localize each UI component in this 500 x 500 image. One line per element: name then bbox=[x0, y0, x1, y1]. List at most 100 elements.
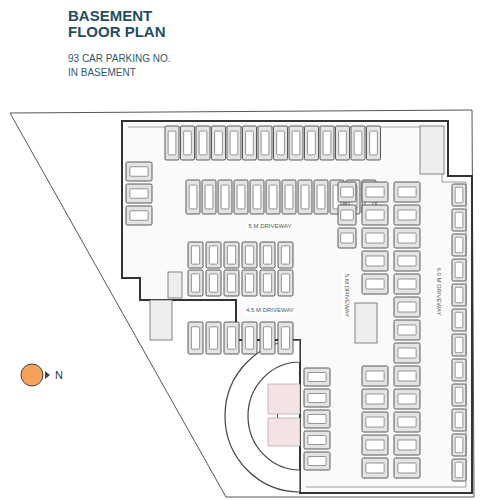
car-symbol bbox=[341, 210, 354, 220]
parking-stall bbox=[394, 205, 420, 225]
parking-stall bbox=[452, 384, 466, 406]
car-symbol bbox=[366, 417, 384, 427]
parking-stall bbox=[260, 242, 275, 268]
parking-stall bbox=[351, 126, 365, 160]
parking-stall bbox=[394, 458, 420, 478]
parking-stall bbox=[304, 452, 330, 470]
car-symbol bbox=[184, 131, 192, 155]
car-symbol bbox=[455, 262, 463, 277]
parking-stall bbox=[188, 270, 203, 296]
car-symbol bbox=[366, 187, 384, 197]
parking-stall bbox=[452, 459, 466, 481]
parking-stall bbox=[452, 309, 466, 331]
car-symbol bbox=[370, 131, 378, 155]
plan-title: BASEMENT FLOOR PLAN bbox=[68, 8, 178, 40]
parking-stall bbox=[394, 228, 420, 248]
parking-stall bbox=[196, 126, 210, 160]
car-symbol bbox=[261, 131, 269, 155]
parking-stall bbox=[206, 322, 221, 354]
parking-stall bbox=[212, 126, 226, 160]
parking-stall bbox=[394, 366, 420, 386]
car-symbol bbox=[455, 437, 463, 452]
stair-core bbox=[150, 300, 172, 340]
parking-stall bbox=[452, 259, 466, 281]
inner-wall bbox=[128, 127, 466, 487]
car-symbol bbox=[245, 327, 253, 349]
parking-stall bbox=[126, 162, 152, 181]
parking-stall bbox=[452, 434, 466, 456]
car-symbol bbox=[366, 233, 384, 243]
car-symbol bbox=[227, 274, 235, 292]
parking-stall bbox=[314, 180, 328, 214]
car-symbol bbox=[398, 463, 416, 473]
parking-stall bbox=[186, 180, 200, 214]
parking-stall bbox=[258, 126, 272, 160]
parking-stall bbox=[274, 126, 288, 160]
parking-stall bbox=[188, 242, 203, 268]
car-symbol bbox=[455, 312, 463, 327]
parking-stall bbox=[304, 368, 330, 386]
car-symbol bbox=[398, 417, 416, 427]
car-symbol bbox=[366, 279, 384, 289]
car-symbol bbox=[341, 233, 354, 243]
parking-stall bbox=[126, 206, 152, 225]
parking-stall bbox=[202, 180, 216, 214]
car-symbol bbox=[366, 394, 384, 404]
basement-outline bbox=[122, 121, 472, 493]
parking-stall bbox=[394, 343, 420, 363]
car-symbol bbox=[308, 373, 326, 382]
car-symbol bbox=[455, 337, 463, 352]
car-symbol bbox=[398, 279, 416, 289]
parking-stall bbox=[452, 359, 466, 381]
car-symbol bbox=[398, 210, 416, 220]
car-symbol bbox=[455, 287, 463, 302]
ramp-landing bbox=[268, 418, 300, 446]
parking-stall bbox=[165, 126, 179, 160]
car-symbol bbox=[263, 327, 271, 349]
parking-stall bbox=[181, 126, 195, 160]
parking-stall bbox=[362, 228, 388, 248]
service-room bbox=[420, 126, 444, 174]
parking-stall bbox=[224, 322, 239, 354]
car-symbol bbox=[455, 412, 463, 427]
car-symbol bbox=[277, 131, 285, 155]
car-symbol bbox=[339, 131, 347, 155]
car-symbol bbox=[281, 274, 289, 292]
parking-stall bbox=[452, 184, 466, 206]
car-symbol bbox=[209, 274, 217, 292]
car-symbol bbox=[323, 131, 331, 155]
parking-stall bbox=[452, 209, 466, 231]
car-symbol bbox=[455, 362, 463, 377]
car-symbol bbox=[341, 187, 354, 197]
car-symbol bbox=[263, 246, 271, 264]
car-symbol bbox=[398, 233, 416, 243]
car-symbol bbox=[398, 440, 416, 450]
parking-stall bbox=[278, 322, 293, 354]
parking-stall bbox=[234, 180, 248, 214]
car-symbol bbox=[398, 302, 416, 312]
car-symbol bbox=[269, 185, 277, 209]
car-symbol bbox=[398, 348, 416, 358]
car-symbol bbox=[191, 274, 199, 292]
car-symbol bbox=[168, 131, 176, 155]
parking-stall bbox=[304, 410, 330, 428]
car-symbol bbox=[455, 187, 463, 202]
car-symbol bbox=[455, 387, 463, 402]
parking-stall bbox=[218, 180, 232, 214]
car-symbol bbox=[398, 256, 416, 266]
parking-stall bbox=[224, 270, 239, 296]
car-symbol bbox=[455, 212, 463, 227]
parking-stall bbox=[206, 242, 221, 268]
parking-stall bbox=[320, 126, 334, 160]
parking-stall bbox=[126, 184, 152, 203]
car-symbol bbox=[398, 187, 416, 197]
parking-stall bbox=[362, 251, 388, 271]
north-label: N bbox=[55, 369, 63, 381]
parking-stall bbox=[362, 458, 388, 478]
parking-stall bbox=[242, 322, 257, 354]
parking-stall bbox=[243, 126, 257, 160]
car-symbol bbox=[209, 246, 217, 264]
parking-stall bbox=[278, 242, 293, 268]
car-symbol bbox=[354, 131, 362, 155]
